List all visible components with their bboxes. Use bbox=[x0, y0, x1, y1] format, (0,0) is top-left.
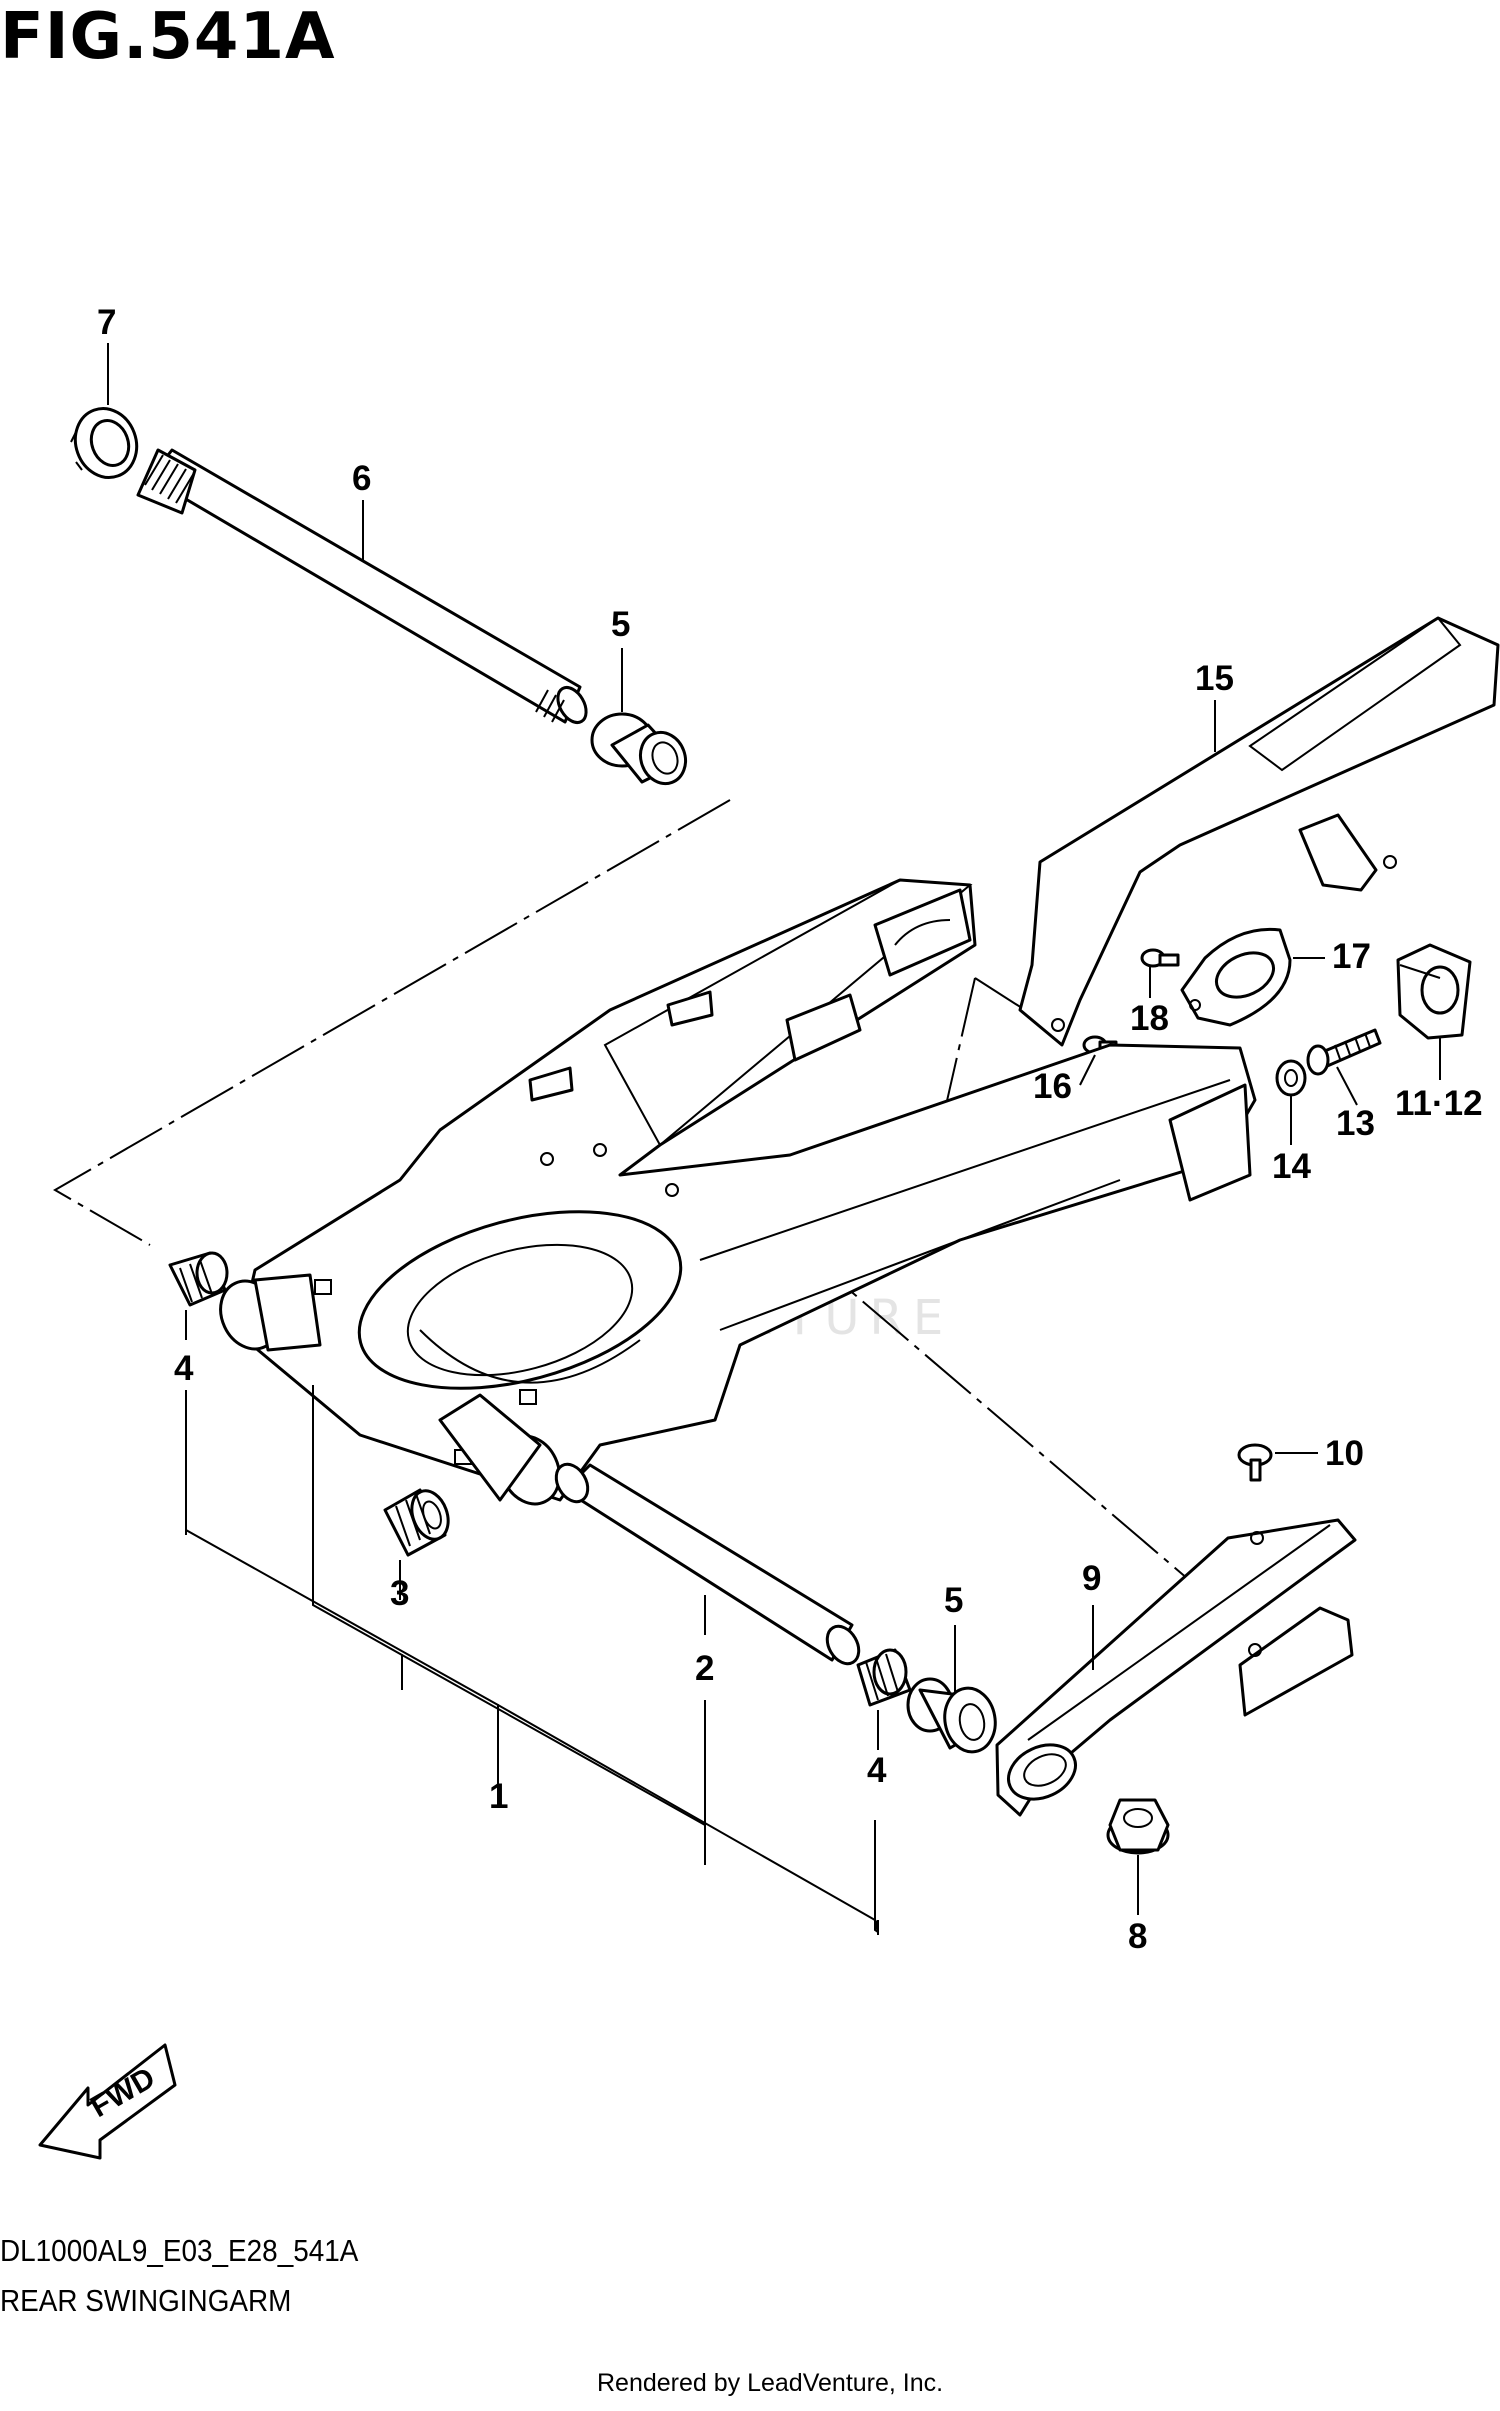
caption-part-name: REAR SWINGINGARM bbox=[0, 2283, 292, 2318]
nut-14-part bbox=[1275, 1059, 1307, 1097]
plate-part bbox=[1180, 927, 1292, 1027]
adjuster-block-part bbox=[1396, 943, 1472, 1040]
bearing-upper-part bbox=[168, 1251, 229, 1307]
pivot-shaft-part bbox=[136, 448, 588, 725]
collar-lower-part bbox=[906, 1677, 997, 1754]
callout-7: 7 bbox=[97, 303, 116, 342]
callout-11-12: 11·12 bbox=[1395, 1084, 1483, 1123]
callout-8: 8 bbox=[1128, 1917, 1147, 1956]
callout-4-upper: 4 bbox=[174, 1349, 194, 1388]
bolt-18-part bbox=[1140, 948, 1180, 968]
callout-3: 3 bbox=[390, 1574, 409, 1613]
callout-5-upper: 5 bbox=[611, 605, 630, 644]
callout-16: 16 bbox=[1033, 1067, 1072, 1106]
callout-labels: 7 6 5 15 17 18 16 11·12 13 14 4 10 3 9 5… bbox=[97, 303, 1483, 1956]
forward-direction-arrow: FWD bbox=[38, 2043, 177, 2160]
collar-upper-part bbox=[590, 712, 688, 786]
callout-13: 13 bbox=[1336, 1104, 1375, 1143]
lock-nut-part bbox=[70, 407, 139, 479]
callout-17: 17 bbox=[1332, 937, 1371, 976]
callout-4-lower: 4 bbox=[867, 1751, 887, 1790]
rendered-by-credit: Rendered by LeadVenture, Inc. bbox=[597, 2369, 944, 2397]
chain-cover-part bbox=[1018, 616, 1500, 1047]
callout-5-lower: 5 bbox=[944, 1581, 963, 1620]
adjuster-bolt-part bbox=[1306, 1028, 1382, 1076]
spacer-tube-part bbox=[554, 1462, 861, 1666]
callout-6: 6 bbox=[352, 459, 371, 498]
callout-9: 9 bbox=[1082, 1559, 1101, 1598]
callout-15: 15 bbox=[1195, 659, 1234, 698]
callout-2: 2 bbox=[695, 1649, 714, 1688]
callout-18: 18 bbox=[1130, 999, 1169, 1038]
flange-nut-part bbox=[1106, 1798, 1170, 1855]
bearing-3-part bbox=[383, 1488, 450, 1557]
figure-title: FIG.541A bbox=[0, 0, 336, 74]
screw-10-part bbox=[1237, 1443, 1273, 1482]
bearing-lower-part bbox=[856, 1648, 912, 1707]
callout-1: 1 bbox=[489, 1777, 508, 1816]
assembly-bracket-lines bbox=[185, 1385, 879, 1935]
callout-10: 10 bbox=[1325, 1434, 1364, 1473]
callout-14: 14 bbox=[1272, 1147, 1311, 1186]
leader-lines bbox=[107, 343, 1441, 1915]
caption-model-code: DL1000AL9_E03_E28_541A bbox=[0, 2233, 359, 2268]
chain-slider-part bbox=[995, 1518, 1357, 1817]
swingarm-part bbox=[219, 878, 1257, 1506]
